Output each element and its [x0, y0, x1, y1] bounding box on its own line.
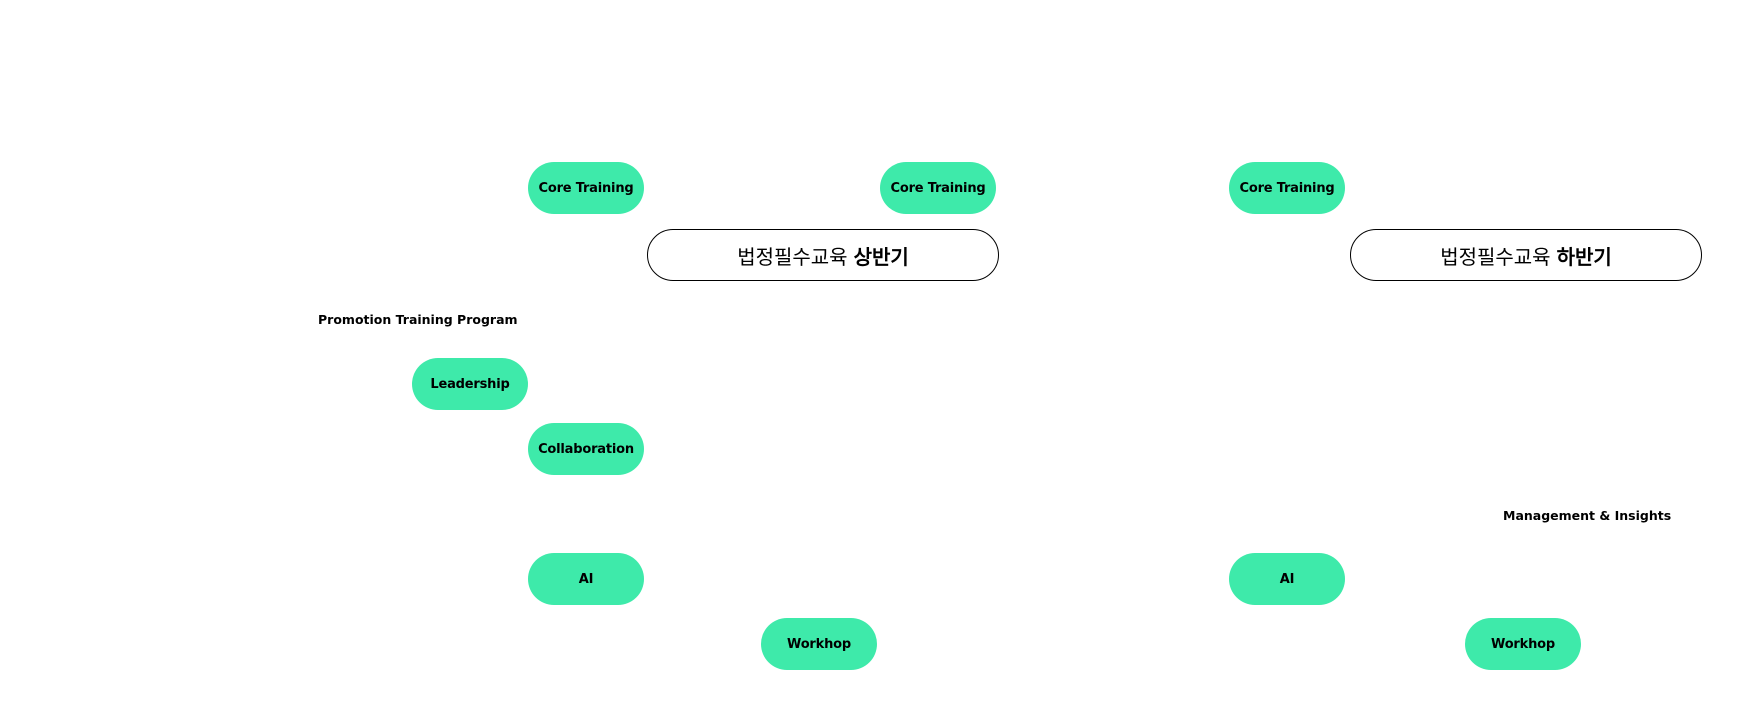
- workshop-pill[interactable]: Workhop: [1465, 618, 1581, 670]
- promotion-training-program-label: Promotion Training Program: [318, 312, 518, 327]
- management-insights-label: Management & Insights: [1503, 508, 1672, 523]
- workshop-pill[interactable]: Workhop: [761, 618, 877, 670]
- second-half-label: 하반기: [1556, 244, 1612, 269]
- collaboration-pill[interactable]: Collaboration: [528, 423, 644, 475]
- second-half-prefix: 법정필수교육: [1440, 244, 1551, 269]
- first-half-mandatory-training-box: 법정필수교육 상반기: [647, 229, 999, 281]
- core-training-pill[interactable]: Core Training: [1229, 162, 1345, 214]
- core-training-pill[interactable]: Core Training: [880, 162, 996, 214]
- ai-pill[interactable]: AI: [1229, 553, 1345, 605]
- ai-pill[interactable]: AI: [528, 553, 644, 605]
- core-training-pill[interactable]: Core Training: [528, 162, 644, 214]
- second-half-mandatory-training-box: 법정필수교육 하반기: [1350, 229, 1702, 281]
- first-half-label: 상반기: [853, 244, 909, 269]
- first-half-prefix: 법정필수교육: [737, 244, 848, 269]
- leadership-pill[interactable]: Leadership: [412, 358, 528, 410]
